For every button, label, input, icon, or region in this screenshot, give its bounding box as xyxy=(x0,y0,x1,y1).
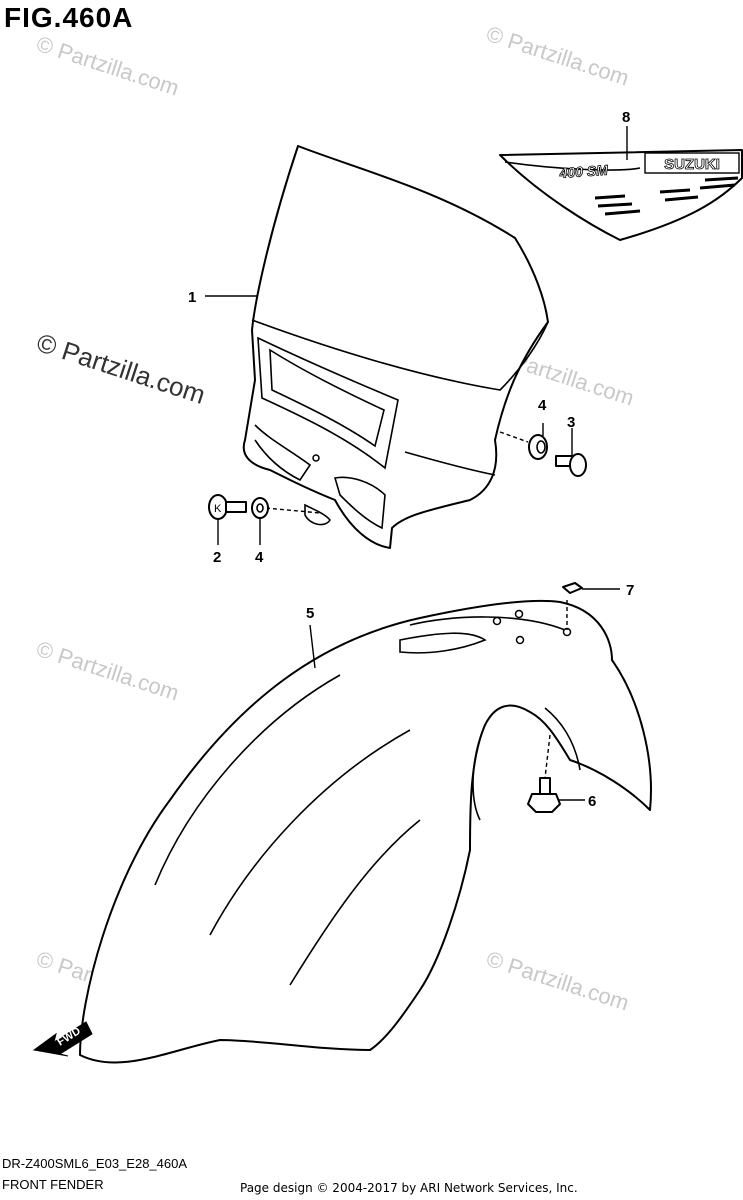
model-code: DR-Z400SML6_E03_E28_460A xyxy=(2,1156,188,1171)
callout-5: 5 xyxy=(306,605,314,622)
watermark: © Partzilla.com xyxy=(33,327,209,410)
callout-7: 7 xyxy=(626,582,634,599)
callout-1: 1 xyxy=(188,289,196,306)
front-fender-part xyxy=(79,599,652,1064)
nut-part xyxy=(562,582,583,594)
decal-model-text: 400 SM xyxy=(558,162,609,181)
watermark: © Partzilla.com xyxy=(33,31,182,101)
callout-4-left: 4 xyxy=(255,549,264,566)
washer-part-right xyxy=(499,431,548,460)
bolt-part-6 xyxy=(527,734,561,813)
callout-4-right: 4 xyxy=(538,397,547,414)
decal-part: SUZUKI 400 SM xyxy=(499,149,743,241)
bolt-part-2: K xyxy=(208,494,321,520)
figure-title: FIG.460A xyxy=(4,2,134,33)
callout-2: 2 xyxy=(213,549,221,566)
callout-numbers: 1 2 3 4 4 5 6 7 8 xyxy=(188,109,634,810)
page-credit: Page design © 2004-2017 by ARI Network S… xyxy=(240,1181,578,1195)
watermark: © Partzilla.com xyxy=(483,946,632,1016)
decal-brand-text: SUZUKI xyxy=(664,156,720,173)
callout-6: 6 xyxy=(588,793,596,810)
callout-3: 3 xyxy=(567,414,575,431)
callout-8: 8 xyxy=(622,109,630,126)
watermark: © Partzilla.com xyxy=(483,21,632,91)
washer-part-left xyxy=(251,497,269,519)
bolt-head-mark: K xyxy=(214,503,222,515)
leader-lines xyxy=(205,126,628,801)
section-name: FRONT FENDER xyxy=(2,1177,104,1192)
number-plate-part xyxy=(242,145,549,549)
watermark: © Partzilla.com xyxy=(33,636,182,706)
bolt-part-3 xyxy=(555,453,587,477)
